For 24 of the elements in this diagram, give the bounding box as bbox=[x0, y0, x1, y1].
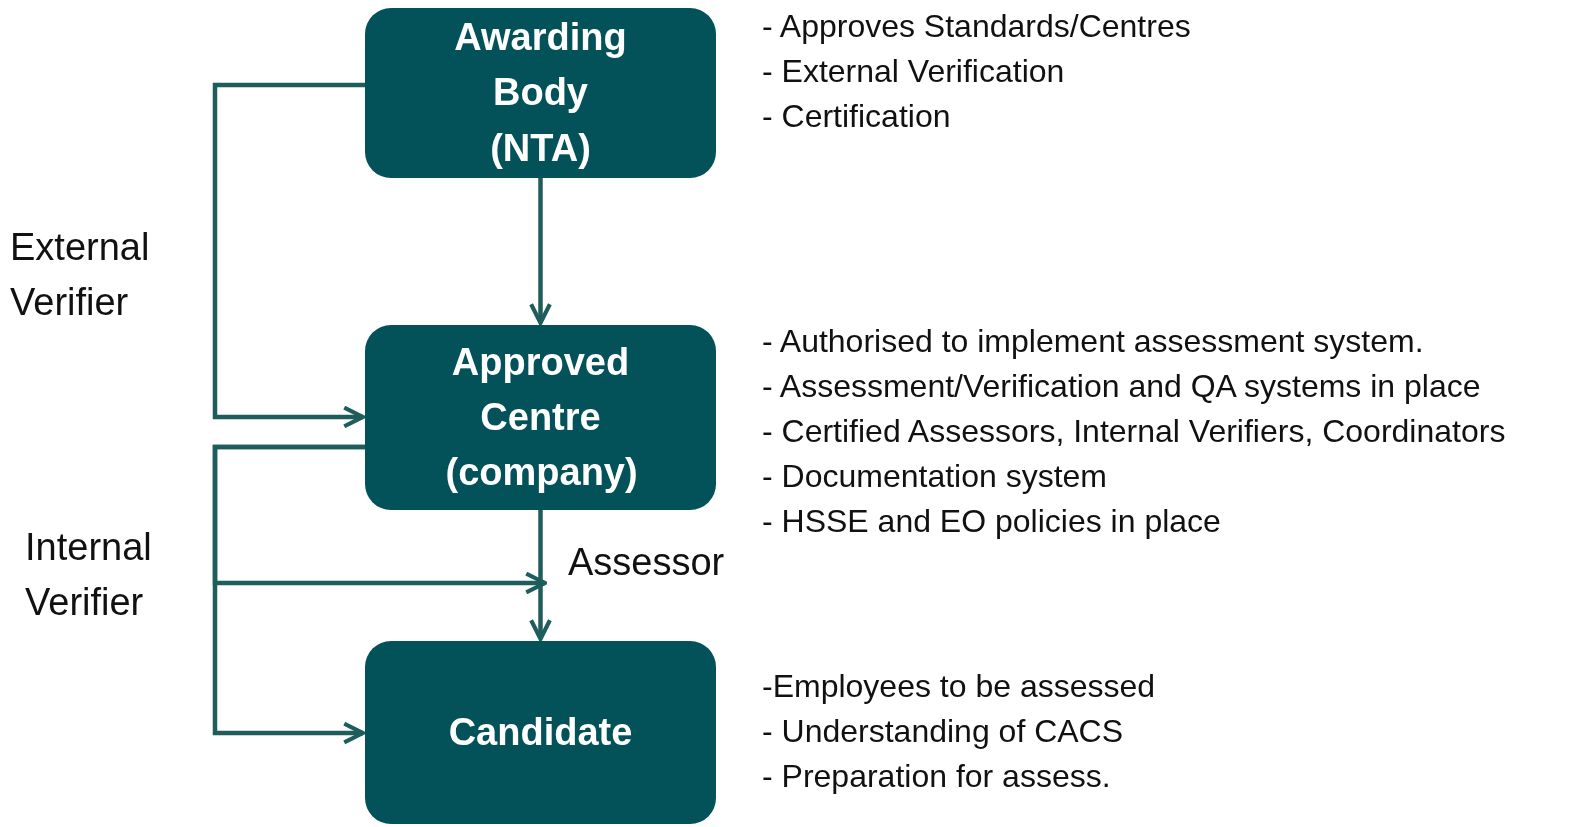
arrow bbox=[212, 444, 548, 595]
bullet-note: - Certified Assessors, Internal Verifiers, Coordinators bbox=[762, 413, 1506, 450]
bullet-note: - External Verification bbox=[762, 53, 1065, 90]
bullet-note: - HSSE and EO policies in place bbox=[762, 503, 1221, 540]
bullet-note: - Documentation system bbox=[762, 458, 1107, 495]
edge-label: External Verifier bbox=[10, 225, 151, 326]
bullet-note: - Understanding of CACS bbox=[762, 713, 1124, 750]
bullet-note: - Assessment/Verification and QA systems in place bbox=[762, 368, 1481, 405]
process-box bbox=[365, 325, 716, 510]
bullet-note: - Certification bbox=[762, 98, 951, 135]
edge-label: Assessor bbox=[568, 540, 726, 585]
process-box bbox=[365, 8, 716, 178]
bullet-note: - Preparation for assess. bbox=[762, 758, 1111, 795]
node-label: Awarding Body (NTA) bbox=[453, 15, 628, 171]
bullet-note: -Employees to be assessed bbox=[762, 668, 1156, 705]
node-label: Approved Centre (company) bbox=[445, 339, 636, 496]
bullet-note: - Authorised to implement assessment system. bbox=[762, 323, 1424, 360]
edge-label: Internal Verifier bbox=[25, 525, 153, 626]
node-label: Candidate bbox=[447, 709, 634, 755]
arrow bbox=[212, 82, 366, 429]
process-box bbox=[365, 641, 716, 824]
bullet-note: - Approves Standards/Centres bbox=[762, 8, 1191, 45]
arrow bbox=[529, 178, 552, 326]
arrow bbox=[529, 510, 552, 642]
